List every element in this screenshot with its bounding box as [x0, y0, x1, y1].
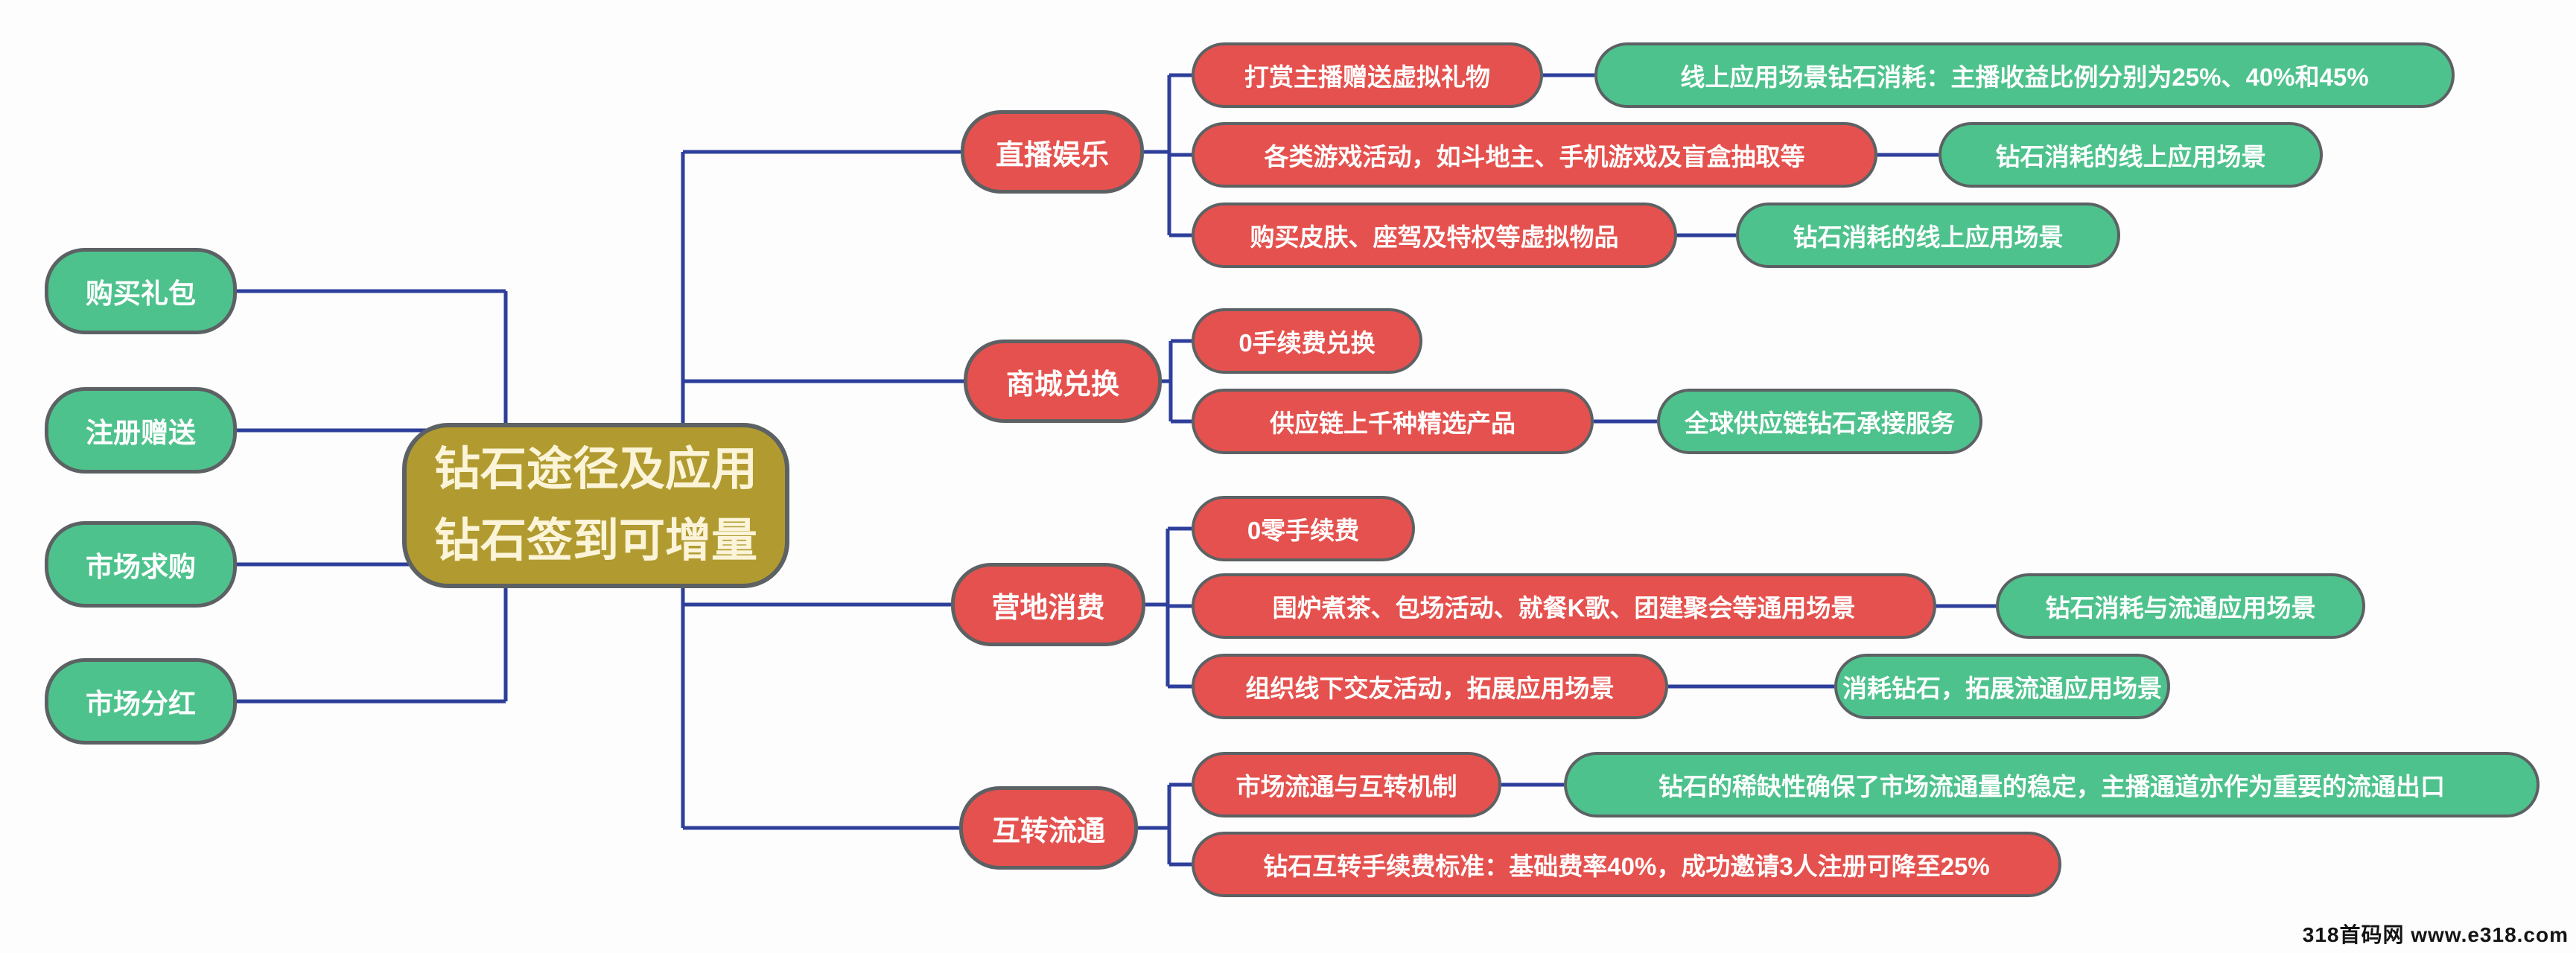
- child-node-mall-supply-chain[interactable]: 供应链上千种精选产品: [1192, 389, 1594, 454]
- child-node-transfer-mechanism[interactable]: 市场流通与互转机制: [1192, 752, 1501, 817]
- child-node-live-reward-gifts[interactable]: 打赏主播赠送虚拟礼物: [1192, 42, 1543, 108]
- branch-node-live-entertainment[interactable]: 直播娱乐: [961, 110, 1144, 194]
- child-node-live-buy-skins[interactable]: 购买皮肤、座驾及特权等虚拟物品: [1192, 203, 1677, 268]
- root-node[interactable]: 钻石途径及应用 钻石签到可增量: [402, 423, 789, 588]
- child-node-camp-general-scenes[interactable]: 围炉煮茶、包场活动、就餐K歌、团建聚会等通用场景: [1192, 573, 1936, 639]
- note-node-camp-offline-activities[interactable]: 消耗钻石，拓展流通应用场景: [1834, 654, 2170, 719]
- child-node-camp-offline-activities[interactable]: 组织线下交友活动，拓展应用场景: [1192, 654, 1668, 719]
- root-title-line1: 钻石途径及应用: [433, 443, 757, 495]
- note-node-transfer-mechanism[interactable]: 钻石的稀缺性确保了市场流通量的稳定，主播通道亦作为重要的流通出口: [1564, 752, 2540, 817]
- child-node-camp-zero-fee[interactable]: 0零手续费: [1192, 496, 1415, 561]
- source-node-market-dividend[interactable]: 市场分红: [45, 658, 237, 745]
- child-node-live-game-activities[interactable]: 各类游戏活动，如斗地主、手机游戏及盲盒抽取等: [1192, 122, 1877, 188]
- watermark-text: 318首码网 www.e318.com: [2302, 923, 2569, 946]
- note-node-live-reward-gifts[interactable]: 线上应用场景钻石消耗：主播收益比例分别为25%、40%和45%: [1594, 42, 2455, 108]
- connector-branch-camp: [1145, 526, 1996, 689]
- source-node-market-seek[interactable]: 市场求购: [45, 521, 237, 608]
- note-node-live-buy-skins[interactable]: 钻石消耗的线上应用场景: [1736, 203, 2120, 268]
- source-node-buy-gift-pack[interactable]: 购买礼包: [45, 248, 237, 334]
- branch-node-mall-exchange[interactable]: 商城兑换: [964, 340, 1162, 423]
- connector-branch-transfer: [1138, 783, 1564, 867]
- note-node-camp-general-scenes[interactable]: 钻石消耗与流通应用场景: [1996, 573, 2365, 639]
- child-node-mall-zero-fee[interactable]: 0手续费兑换: [1192, 308, 1422, 374]
- root-title-line2: 钻石签到可增量: [433, 515, 757, 567]
- branch-node-camp-consumption[interactable]: 营地消费: [951, 563, 1145, 646]
- child-node-transfer-fee-standard[interactable]: 钻石互转手续费标准：基础费率40%，成功邀请3人注册可降至25%: [1192, 832, 2061, 897]
- branch-node-mutual-transfer[interactable]: 互转流通: [959, 786, 1138, 870]
- note-node-live-game-activities[interactable]: 钻石消耗的线上应用场景: [1939, 122, 2323, 188]
- connector-branch-live: [1144, 73, 1939, 238]
- connector-left-sources: [237, 289, 508, 704]
- source-node-register-gift[interactable]: 注册赠送: [45, 387, 237, 474]
- note-node-mall-supply-chain[interactable]: 全球供应链钻石承接服务: [1657, 389, 1982, 454]
- connector-branch-mall: [1162, 339, 1657, 424]
